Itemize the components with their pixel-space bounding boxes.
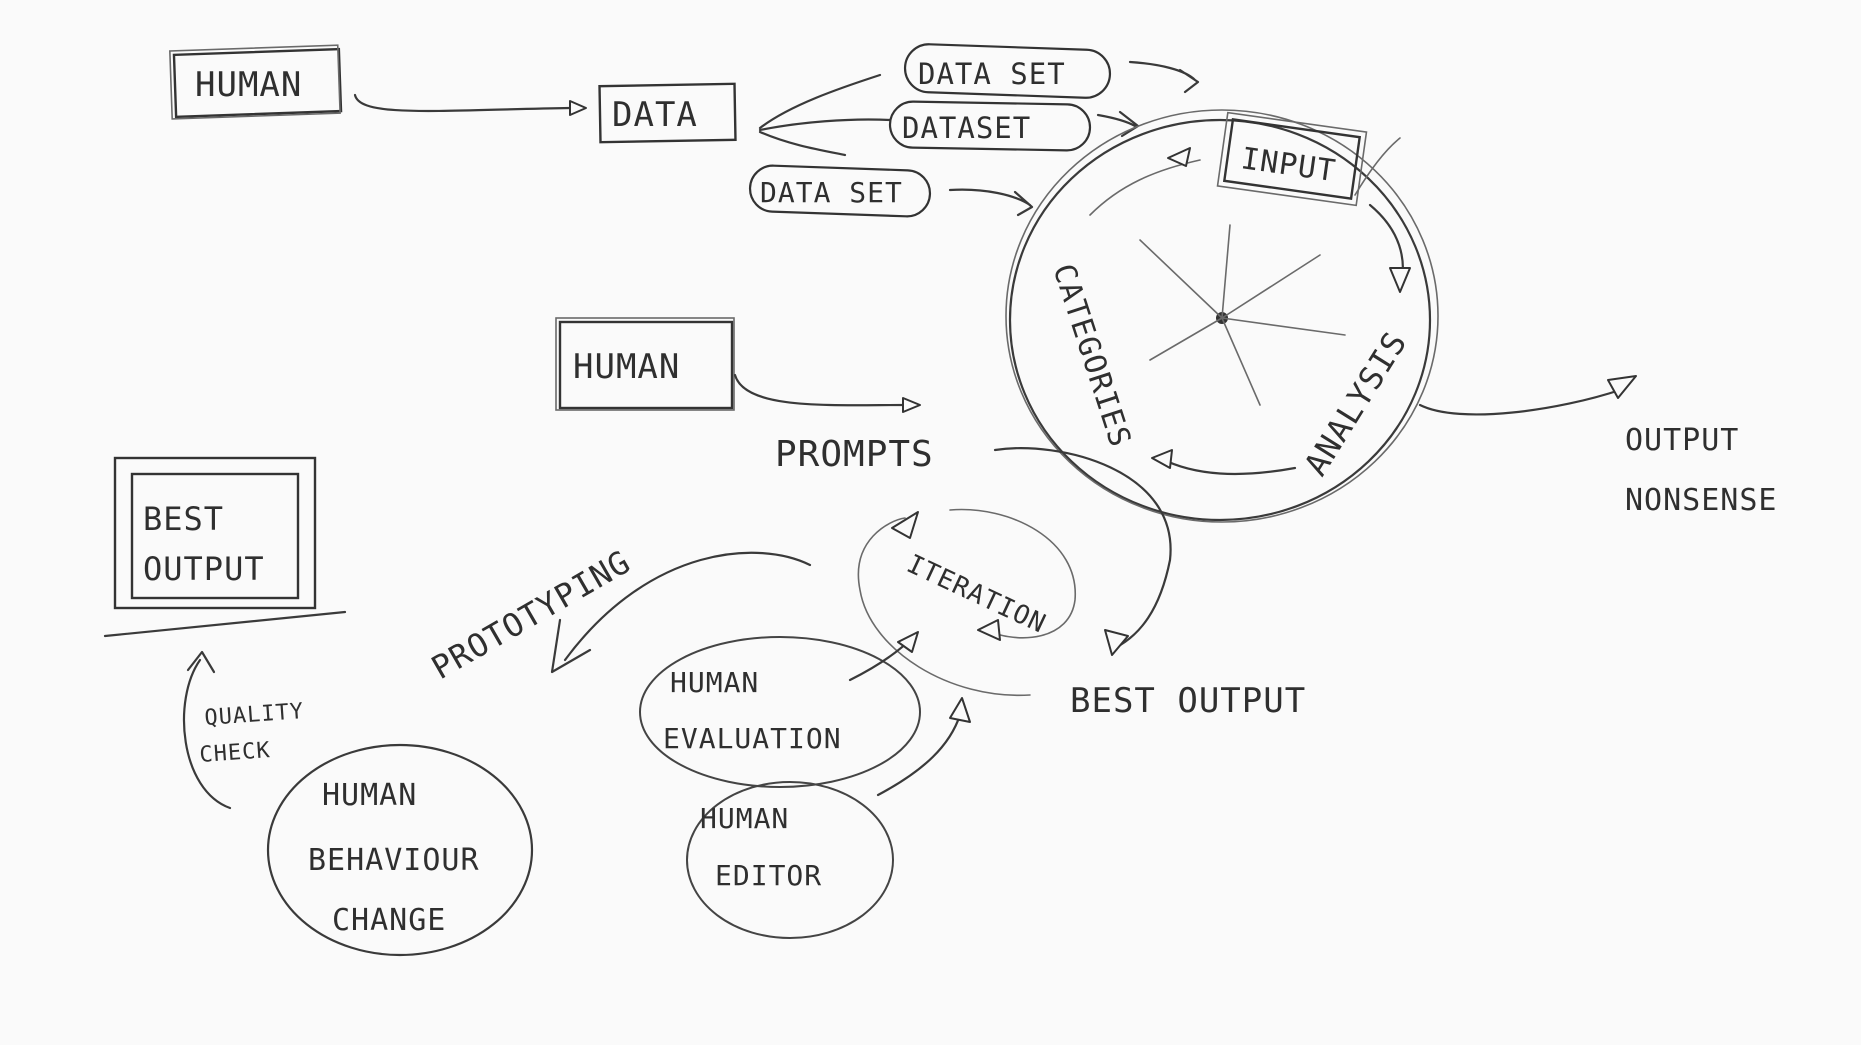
dataset-1-arrow (1128, 60, 1200, 94)
human-behaviour-change-node: HUMAN BEHAVIOUR CHANGE (266, 743, 534, 957)
human-top-label: HUMAN (195, 65, 302, 105)
dataset-2-pill: DATASET (888, 100, 1092, 152)
best-output-right-label: BEST OUTPUT (1070, 681, 1306, 721)
wheel-arrow-categories (1158, 456, 1297, 476)
human-mid-label: HUMAN (573, 347, 680, 387)
behaviour-line2: BEHAVIOUR (308, 843, 480, 878)
iteration-loop: ITERATION (857, 508, 1076, 697)
human-top-box: HUMAN (169, 44, 343, 120)
branch-data-to-dataset-1 (758, 73, 882, 130)
wheel-arrow-input (1167, 147, 1191, 167)
behaviour-line3: CHANGE (332, 903, 446, 938)
behaviour-line1: HUMAN (322, 778, 417, 813)
data-box: DATA (598, 82, 737, 144)
arrow-head-nonsense (1607, 375, 1637, 399)
dataset-3-pill: DATA SET (748, 164, 932, 218)
human-eval-line2: EVALUATION (663, 722, 842, 755)
output-nonsense-line1: OUTPUT (1625, 423, 1739, 458)
quality-check-line1: QUALITY (204, 699, 305, 731)
input-label: INPUT (1239, 141, 1338, 189)
dataset-1-pill: DATA SET (903, 43, 1112, 99)
best-output-box-line1: BEST (143, 500, 224, 538)
dataset-3-label: DATA SET (760, 176, 903, 209)
categories-label: CATEGORIES (1045, 260, 1137, 452)
dataset-2-arrow (1096, 110, 1140, 138)
iteration-arrow-up (891, 511, 919, 539)
analysis-label: ANALYSIS (1297, 325, 1415, 483)
best-output-box: BEST OUTPUT (103, 456, 347, 638)
human-evaluation-node: HUMAN EVALUATION (639, 636, 921, 788)
process-wheel: ANALYSIS CATEGORIES (1005, 109, 1439, 523)
arrow-prompts-to-best-output (993, 447, 1172, 650)
quality-check-arrow (182, 658, 232, 810)
dataset-3-arrow (948, 188, 1034, 217)
dataset-2-label: DATASET (902, 111, 1031, 145)
human-mid-box: HUMAN (555, 317, 735, 411)
prompts-label: PROMPTS (775, 434, 934, 475)
iteration-label: ITERATION (902, 549, 1051, 640)
prototyping-arrow-head (550, 618, 592, 674)
human-editor-line2: EDITOR (715, 859, 822, 892)
branch-data-to-dataset-2 (758, 118, 892, 132)
dataset-1-label: DATA SET (918, 57, 1066, 91)
prototyping-arc (563, 551, 812, 662)
arrow-to-output-nonsense (1418, 388, 1622, 416)
best-output-box-line2: OUTPUT (143, 550, 265, 588)
human-editor-line1: HUMAN (700, 802, 789, 835)
human-editor-node: HUMAN EDITOR (686, 781, 894, 939)
arrow-head-human-data (569, 100, 587, 116)
human-eval-line1: HUMAN (670, 666, 759, 699)
output-nonsense-line2: NONSENSE (1625, 483, 1778, 518)
arrow-editor-to-iteration (876, 713, 962, 797)
arrow-human-to-data (353, 93, 572, 113)
quality-check-line2: CHECK (199, 738, 272, 768)
arrow-human-to-prompts (733, 373, 907, 407)
wheel-spokes (1139, 224, 1346, 406)
iteration-arrow-left (977, 619, 1001, 641)
data-label: DATA (612, 95, 698, 135)
branch-data-to-dataset-3 (758, 130, 847, 157)
